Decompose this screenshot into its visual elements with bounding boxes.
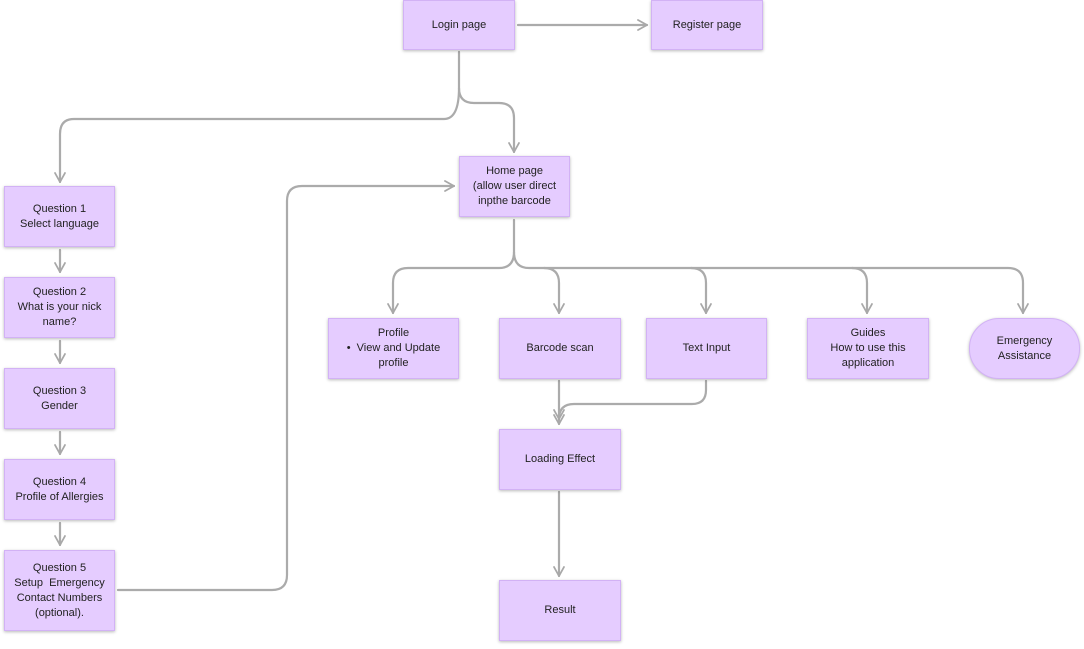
connector-home-barcode — [512, 250, 565, 315]
question-5-node: Question 5 Setup Emergency Contact Numbe… — [4, 550, 115, 631]
register-page-label: Register page — [672, 18, 742, 31]
barcode-scan-label: Barcode scan — [526, 342, 594, 354]
loading-effect-label: Loading Effect — [524, 453, 596, 465]
emergency-assistance-line-1: Emergency — [996, 334, 1053, 347]
question-3-title: Question 3 — [32, 384, 87, 397]
question-3-node: Question 3 Gender — [4, 368, 115, 429]
connector-q5-home — [116, 180, 456, 592]
guides-text-2: application — [841, 357, 895, 369]
guides-node: Guides How to use this application — [807, 318, 929, 379]
barcode-scan-node: Barcode scan — [499, 318, 621, 379]
connector-home-emergency — [850, 266, 1029, 315]
question-2-node: Question 2 What is your nick name? — [4, 277, 115, 338]
profile-bullet-item: View and Update — [347, 341, 441, 356]
connector-home-guides — [689, 266, 873, 315]
question-4-node: Question 4 Profile of Allergies — [4, 459, 115, 520]
connector-home-profile — [387, 218, 516, 315]
result-node: Result — [499, 580, 621, 641]
home-page-title: Home page — [486, 165, 543, 177]
emergency-assistance-node: Emergency Assistance — [969, 318, 1080, 379]
question-5-text-1: Setup Emergency — [14, 576, 105, 589]
question-3-text: Gender — [41, 399, 78, 412]
question-1-text: Select language — [20, 217, 99, 230]
register-page-node: Register page — [651, 0, 763, 50]
login-page-node: Login page — [403, 0, 515, 50]
question-5-text-2: Contact Numbers — [16, 591, 103, 604]
home-page-line-2: (allow user direct — [472, 180, 557, 192]
profile-bullet-continuation: profile — [378, 357, 409, 369]
connector-login-q1 — [54, 86, 461, 184]
login-page-label: Login page — [431, 18, 487, 31]
connector-login-home — [457, 50, 520, 154]
question-2-title: Question 2 — [32, 286, 87, 298]
question-4-text: Profile of Allergies — [15, 490, 104, 503]
question-5-title: Question 5 — [32, 561, 87, 574]
guides-title: Guides — [850, 327, 886, 339]
question-4-title: Question 4 — [32, 475, 87, 488]
question-1-title: Question 1 — [32, 202, 87, 215]
question-5-text-3: (optional). — [35, 606, 84, 619]
profile-node: Profile View and Update profile — [328, 318, 459, 379]
connector-text-input-loading — [553, 379, 708, 421]
question-2-text-1: What is your nick — [17, 301, 102, 313]
guides-text-1: How to use this — [830, 342, 906, 354]
text-input-label: Text Input — [682, 342, 731, 354]
question-1-node: Question 1 Select language — [4, 186, 115, 247]
home-page-node: Home page (allow user direct inpthe barc… — [459, 156, 570, 217]
emergency-assistance-line-2: Assistance — [997, 349, 1052, 362]
home-page-line-3: inpthe barcode — [478, 195, 551, 207]
loading-effect-node: Loading Effect — [499, 429, 621, 490]
question-2-text-2: name? — [42, 316, 77, 328]
result-label: Result — [544, 604, 576, 616]
connector-home-text-input — [542, 266, 712, 315]
profile-title: Profile — [377, 327, 410, 339]
text-input-node: Text Input — [646, 318, 767, 379]
